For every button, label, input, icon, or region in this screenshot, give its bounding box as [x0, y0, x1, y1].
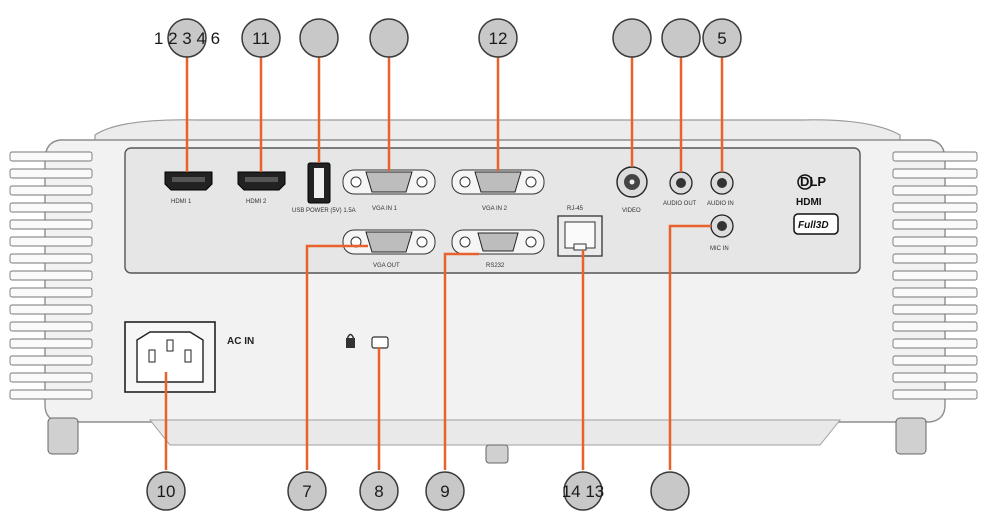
- callout-bottom-1: 10: [146, 471, 186, 511]
- callout-top-8: 5: [702, 18, 742, 58]
- usb-power-label: USB POWER (5V) 1.5A: [292, 208, 356, 214]
- vent-slot: [892, 185, 978, 196]
- vent-slot: [892, 236, 978, 247]
- video-port: VIDEO: [616, 166, 648, 214]
- callout-bottom-4-text: 9: [440, 482, 449, 501]
- vga-out-label: VGA OUT: [373, 263, 400, 269]
- vent-slot: [892, 253, 978, 264]
- callout-top-5-text: 12: [489, 29, 508, 48]
- vent-slot: [9, 168, 93, 179]
- vent-slot: [892, 168, 978, 179]
- callout-top-5: 12: [478, 18, 518, 58]
- hdmi1-label: HDMI 1: [171, 199, 192, 205]
- rs232-port: RS232: [451, 229, 545, 269]
- rs232-label: RS232: [486, 263, 505, 269]
- top-callouts: 1 2 3 4 6 11 12 5: [154, 18, 742, 58]
- vga-in1-port: VGA IN 1: [342, 169, 436, 212]
- vent-slot: [9, 236, 93, 247]
- vga-in1-label: VGA IN 1: [372, 206, 398, 212]
- audio-in-label: AUDIO IN: [707, 201, 734, 207]
- callout-bottom-4: 9: [425, 471, 465, 511]
- vent-slot: [9, 185, 93, 196]
- callout-bottom-3: 8: [359, 471, 399, 511]
- leader-lines: [164, 48, 724, 470]
- lock-icon: [346, 338, 355, 348]
- vent-slot: [9, 389, 93, 400]
- bottom-callouts: 10 7 8 9 14 13: [146, 471, 690, 511]
- ac-in-label: AC IN: [227, 336, 254, 347]
- callout-bottom-1-text: 10: [157, 482, 176, 501]
- vent-slot: [892, 338, 978, 349]
- vent-slot: [892, 270, 978, 281]
- vent-slot: [892, 151, 978, 162]
- callout-bottom-5: 14 13: [562, 471, 605, 511]
- callout-bottom-2: 7: [287, 471, 327, 511]
- vent-slot: [9, 372, 93, 383]
- vent-slot: [892, 355, 978, 366]
- ac-in-socket: AC IN: [124, 321, 254, 393]
- full3d-logo-frame: [793, 213, 839, 235]
- callout-top-2-text: 11: [252, 29, 270, 48]
- vent-slot: [9, 338, 93, 349]
- left-vent-grille: [9, 151, 93, 400]
- vent-slot: [892, 321, 978, 332]
- callout-top-7: [661, 18, 701, 58]
- vent-slot: [892, 202, 978, 213]
- rj45-port: RJ-45: [557, 206, 603, 257]
- callout-top-1-text: 1 2 3 4 6: [154, 29, 220, 48]
- callout-top-4: [369, 18, 409, 58]
- right-vent-grille: [892, 151, 978, 400]
- dlp-logo-icon: [797, 174, 813, 190]
- vent-slot: [9, 355, 93, 366]
- rj45-label: RJ-45: [567, 206, 584, 212]
- vent-slot: [892, 304, 978, 315]
- brand-logos: DLP HDMI Full3D: [793, 174, 839, 235]
- hdmi-logo: HDMI: [796, 197, 822, 208]
- vent-slot: [9, 270, 93, 281]
- callout-bottom-2-text: 7: [302, 482, 311, 501]
- callout-top-6: [612, 18, 652, 58]
- vent-slot: [892, 372, 978, 383]
- vent-slot: [892, 287, 978, 298]
- vent-slot: [9, 321, 93, 332]
- hdmi1-port: HDMI 1: [164, 171, 213, 205]
- audio-out-label: AUDIO OUT: [663, 201, 697, 207]
- vent-slot: [9, 287, 93, 298]
- full3d-logo: Full3D: [798, 220, 829, 231]
- video-label: VIDEO: [622, 208, 641, 214]
- callout-top-2: 11: [241, 18, 281, 58]
- vga-in2-label: VGA IN 2: [482, 206, 508, 212]
- hdmi2-label: HDMI 2: [246, 199, 267, 205]
- vent-slot: [9, 219, 93, 230]
- usb-power-port: USB POWER (5V) 1.5A: [292, 162, 356, 214]
- callout-top-1: 1 2 3 4 6: [154, 18, 220, 58]
- callout-bottom-3-text: 8: [374, 482, 383, 501]
- projector-feet: [47, 417, 927, 464]
- vent-slot: [9, 202, 93, 213]
- vent-slot: [892, 389, 978, 400]
- vent-slot: [892, 219, 978, 230]
- mic-in-label: MIC IN: [710, 246, 729, 252]
- callout-bottom-5-text: 14 13: [562, 482, 605, 501]
- callout-top-8-text: 5: [717, 29, 726, 48]
- vent-slot: [9, 304, 93, 315]
- hdmi2-port: HDMI 2: [237, 171, 286, 205]
- vent-slot: [9, 151, 93, 162]
- dlp-logo: DLP: [800, 174, 826, 189]
- mic-in-port: MIC IN: [710, 214, 734, 252]
- vent-slot: [9, 253, 93, 264]
- callout-top-3: [299, 18, 339, 58]
- callout-bottom-6: [650, 471, 690, 511]
